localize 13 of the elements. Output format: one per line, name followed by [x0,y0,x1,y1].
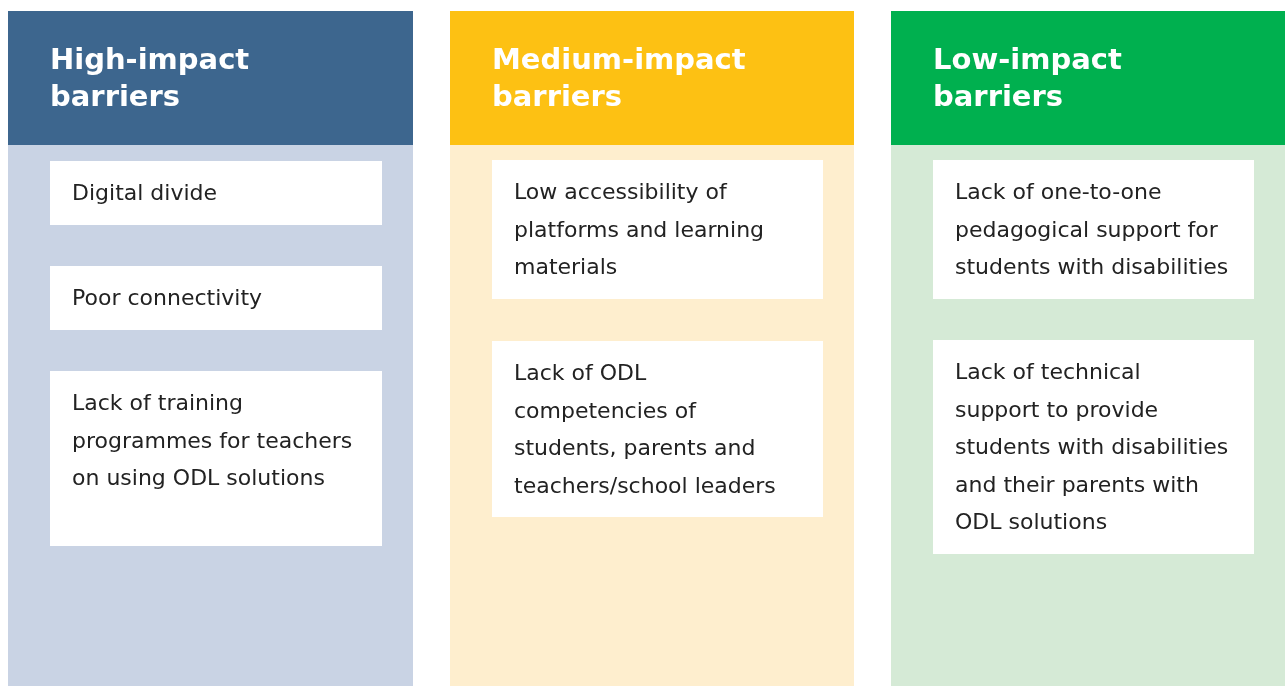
barrier-card: Digital divide [50,161,382,225]
column-panel [891,11,1285,686]
column-heading: Low-impact barriers [891,11,1285,145]
column-panel [8,11,413,686]
barrier-card: Lack of technical support to provide students with disabilities and their parents with ODL solutions [933,340,1254,554]
barrier-card: Lack of ODL competencies of students, parents and teachers/school leaders [492,341,823,517]
column-panel [450,11,854,686]
barrier-card: Lack of one-to-one pedagogical support for students with disabilities [933,160,1254,299]
barrier-card: Lack of training programmes for teachers on using ODL solutions [50,371,382,546]
barrier-card: Poor connectivity [50,266,382,330]
column-heading: High-impact barriers [8,11,413,145]
column-heading: Medium-impact barriers [450,11,854,145]
barrier-card: Low accessibility of platforms and learning materials [492,160,823,299]
